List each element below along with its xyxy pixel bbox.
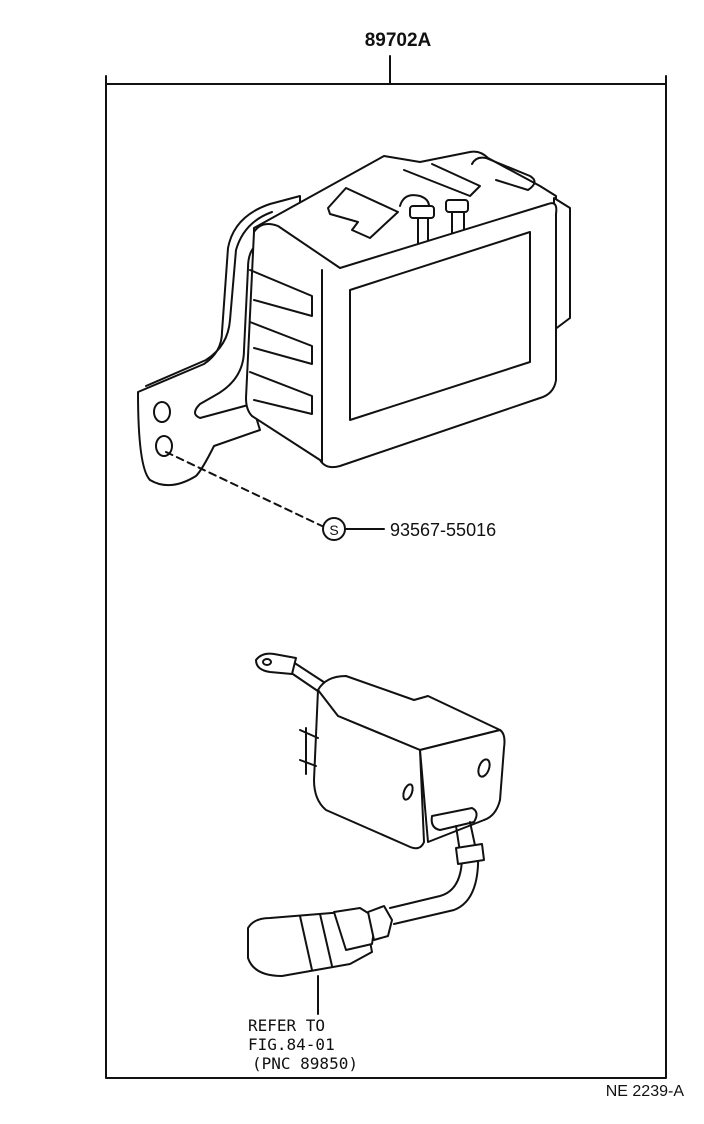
unit-top-slot [471, 156, 536, 191]
sensor-hole-left [402, 783, 414, 801]
figure-code: NE 2239-A [606, 1083, 685, 1100]
bracket-hole-lower [155, 435, 173, 457]
unit-wire-post-cap-left [409, 205, 435, 219]
sensor-body-front [313, 689, 425, 850]
unit-side-rib-1 [249, 269, 313, 317]
screw-part-number: 93567-55016 [390, 520, 496, 540]
unit-top-latch [403, 163, 481, 197]
bracket-hole-upper [153, 401, 171, 423]
unit-side-rib-3 [249, 371, 313, 415]
sensor-rib-1 [299, 729, 319, 767]
reference-note-line3: (PNC 89850) [252, 1054, 358, 1073]
unit-front-face [245, 202, 558, 469]
harness-connector-face [299, 913, 333, 971]
harness-cable-sheath [455, 843, 485, 865]
harness-connector-boot [367, 905, 393, 941]
mounting-bracket [137, 195, 301, 487]
bracket-inner-edge [145, 211, 273, 387]
unit-top-clip [327, 187, 399, 239]
unit-label-window [349, 231, 531, 421]
assembly-frame [105, 83, 667, 1079]
assembly-part-number: 89702A [365, 30, 432, 51]
ground-terminal [255, 652, 297, 675]
unit-side-rib-2 [249, 321, 313, 365]
reference-note-line2: FIG.84-01 [248, 1035, 335, 1054]
control-unit-illustration [137, 150, 571, 487]
sensor-hole-right [477, 758, 491, 778]
reference-note-line1: REFER TO [248, 1016, 325, 1035]
unit-wire-post-cap-right [445, 199, 469, 213]
sensor-illustration [247, 652, 506, 977]
screw-leader-line [165, 451, 323, 527]
sensor-grommet [430, 807, 478, 831]
reference-note: REFER TO FIG.84-01 (PNC 89850) [248, 1016, 358, 1073]
screw-callout: S 93567-55016 [322, 517, 496, 541]
ground-terminal-hole [262, 658, 272, 666]
screw-symbol: S [329, 522, 338, 538]
